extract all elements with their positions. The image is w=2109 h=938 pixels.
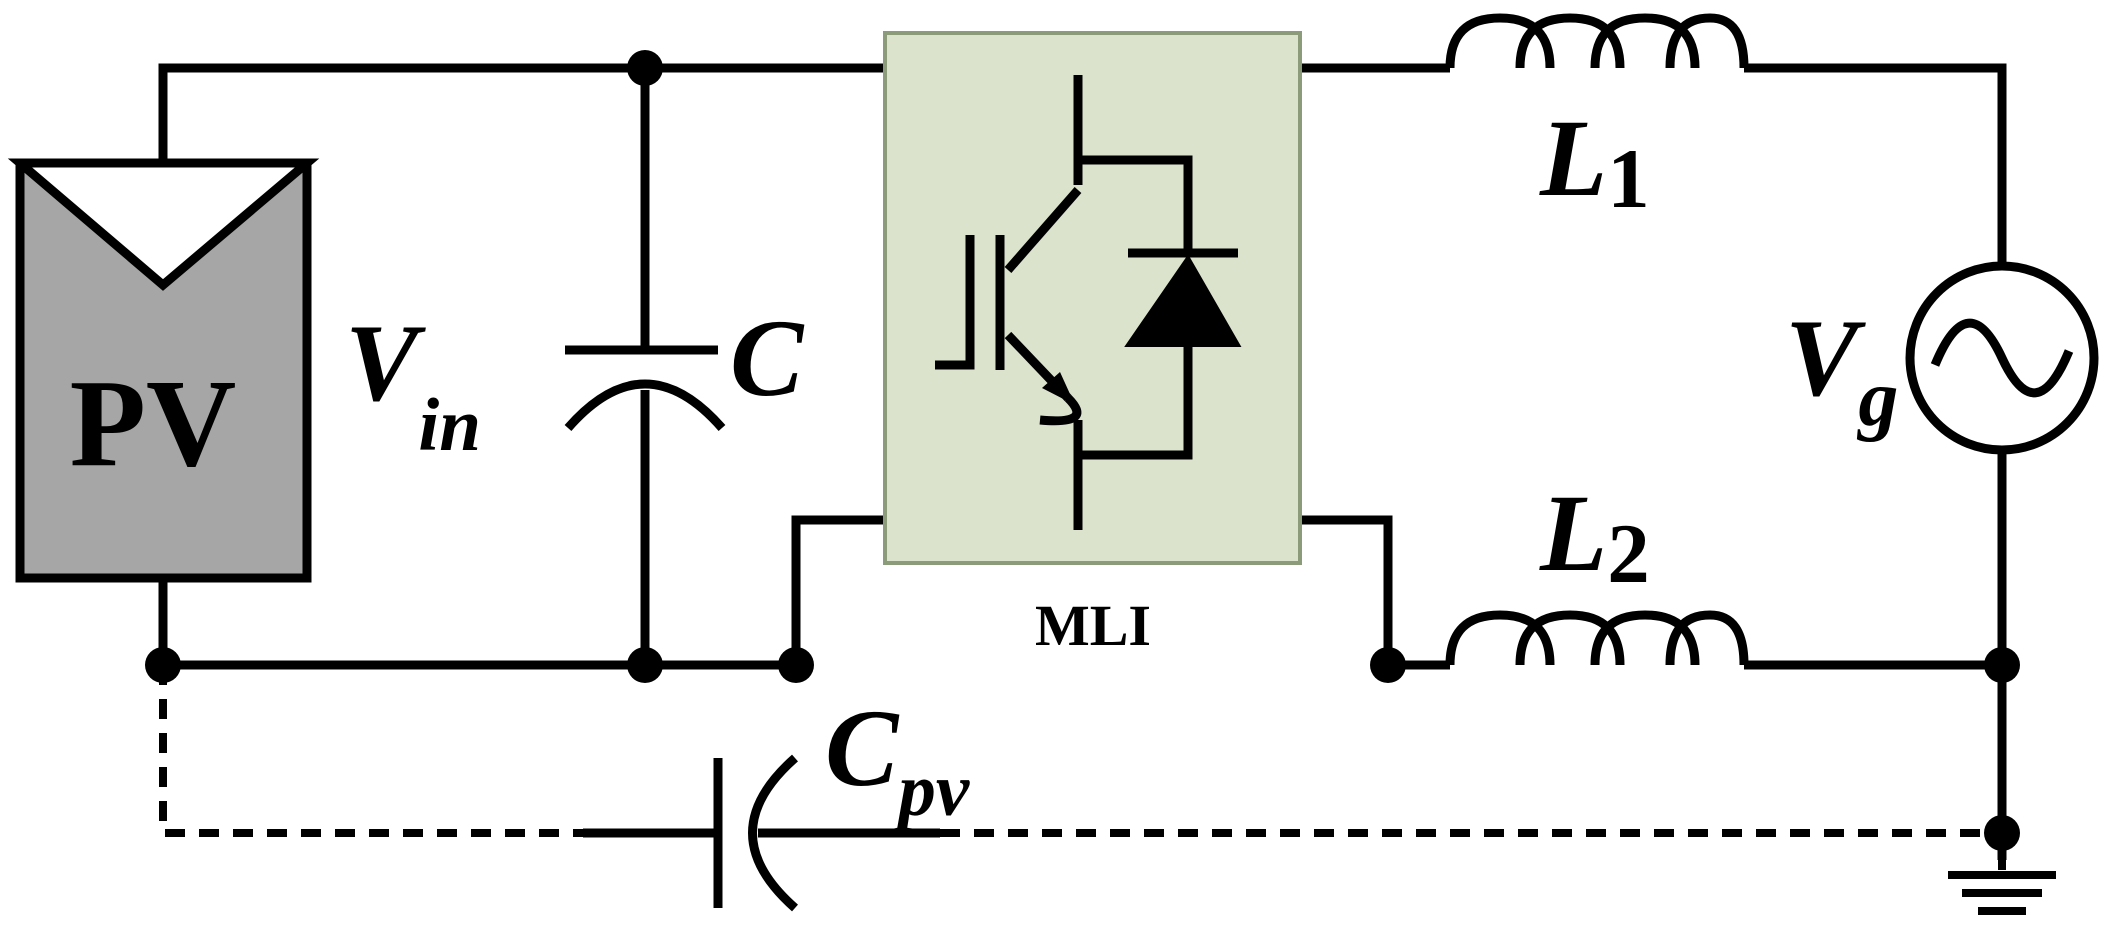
junction-dot (627, 50, 663, 86)
vin-label: Vin (345, 302, 481, 467)
junction-dot (145, 647, 181, 683)
vg-label: Vg (1785, 297, 1898, 443)
ac-source-vg (1905, 261, 2099, 455)
diode-symbol (1124, 248, 1242, 347)
dashed-wire-left (159, 665, 583, 837)
pv-label: PV (70, 355, 237, 493)
pv-panel: PV (7, 158, 320, 583)
cap-cpv (583, 754, 940, 912)
wire-l1-to-source (1744, 63, 2007, 265)
wire-mli-bottom-right (1300, 515, 1450, 670)
l1-label: L1 (1539, 97, 1650, 226)
cap-c-bottom-plate (564, 379, 726, 431)
junction-dot (1984, 815, 2020, 851)
mli-inverter: MLI (883, 31, 1302, 658)
c-label: C (730, 297, 805, 419)
wire-mli-bottom-left (791, 515, 885, 665)
l2-label: L2 (1539, 472, 1650, 601)
junctions (145, 50, 2020, 851)
wire-bottom-left (158, 578, 800, 670)
inductor-l2 (1445, 610, 1749, 666)
junction-dot (627, 647, 663, 683)
parasitic-path (159, 665, 2002, 837)
inductor-l1 (1445, 13, 1749, 69)
igbt-symbol (935, 75, 1193, 530)
junction-dot (778, 647, 814, 683)
cpv-label: Cpv (825, 687, 970, 832)
wire-top-left (158, 63, 885, 162)
junction-dot (1370, 647, 1406, 683)
mli-label: MLI (1035, 593, 1151, 658)
igbt-emitter-arrow (1042, 372, 1075, 405)
junction-dot (1984, 647, 2020, 683)
cap-cpv-curved-plate (748, 754, 798, 912)
